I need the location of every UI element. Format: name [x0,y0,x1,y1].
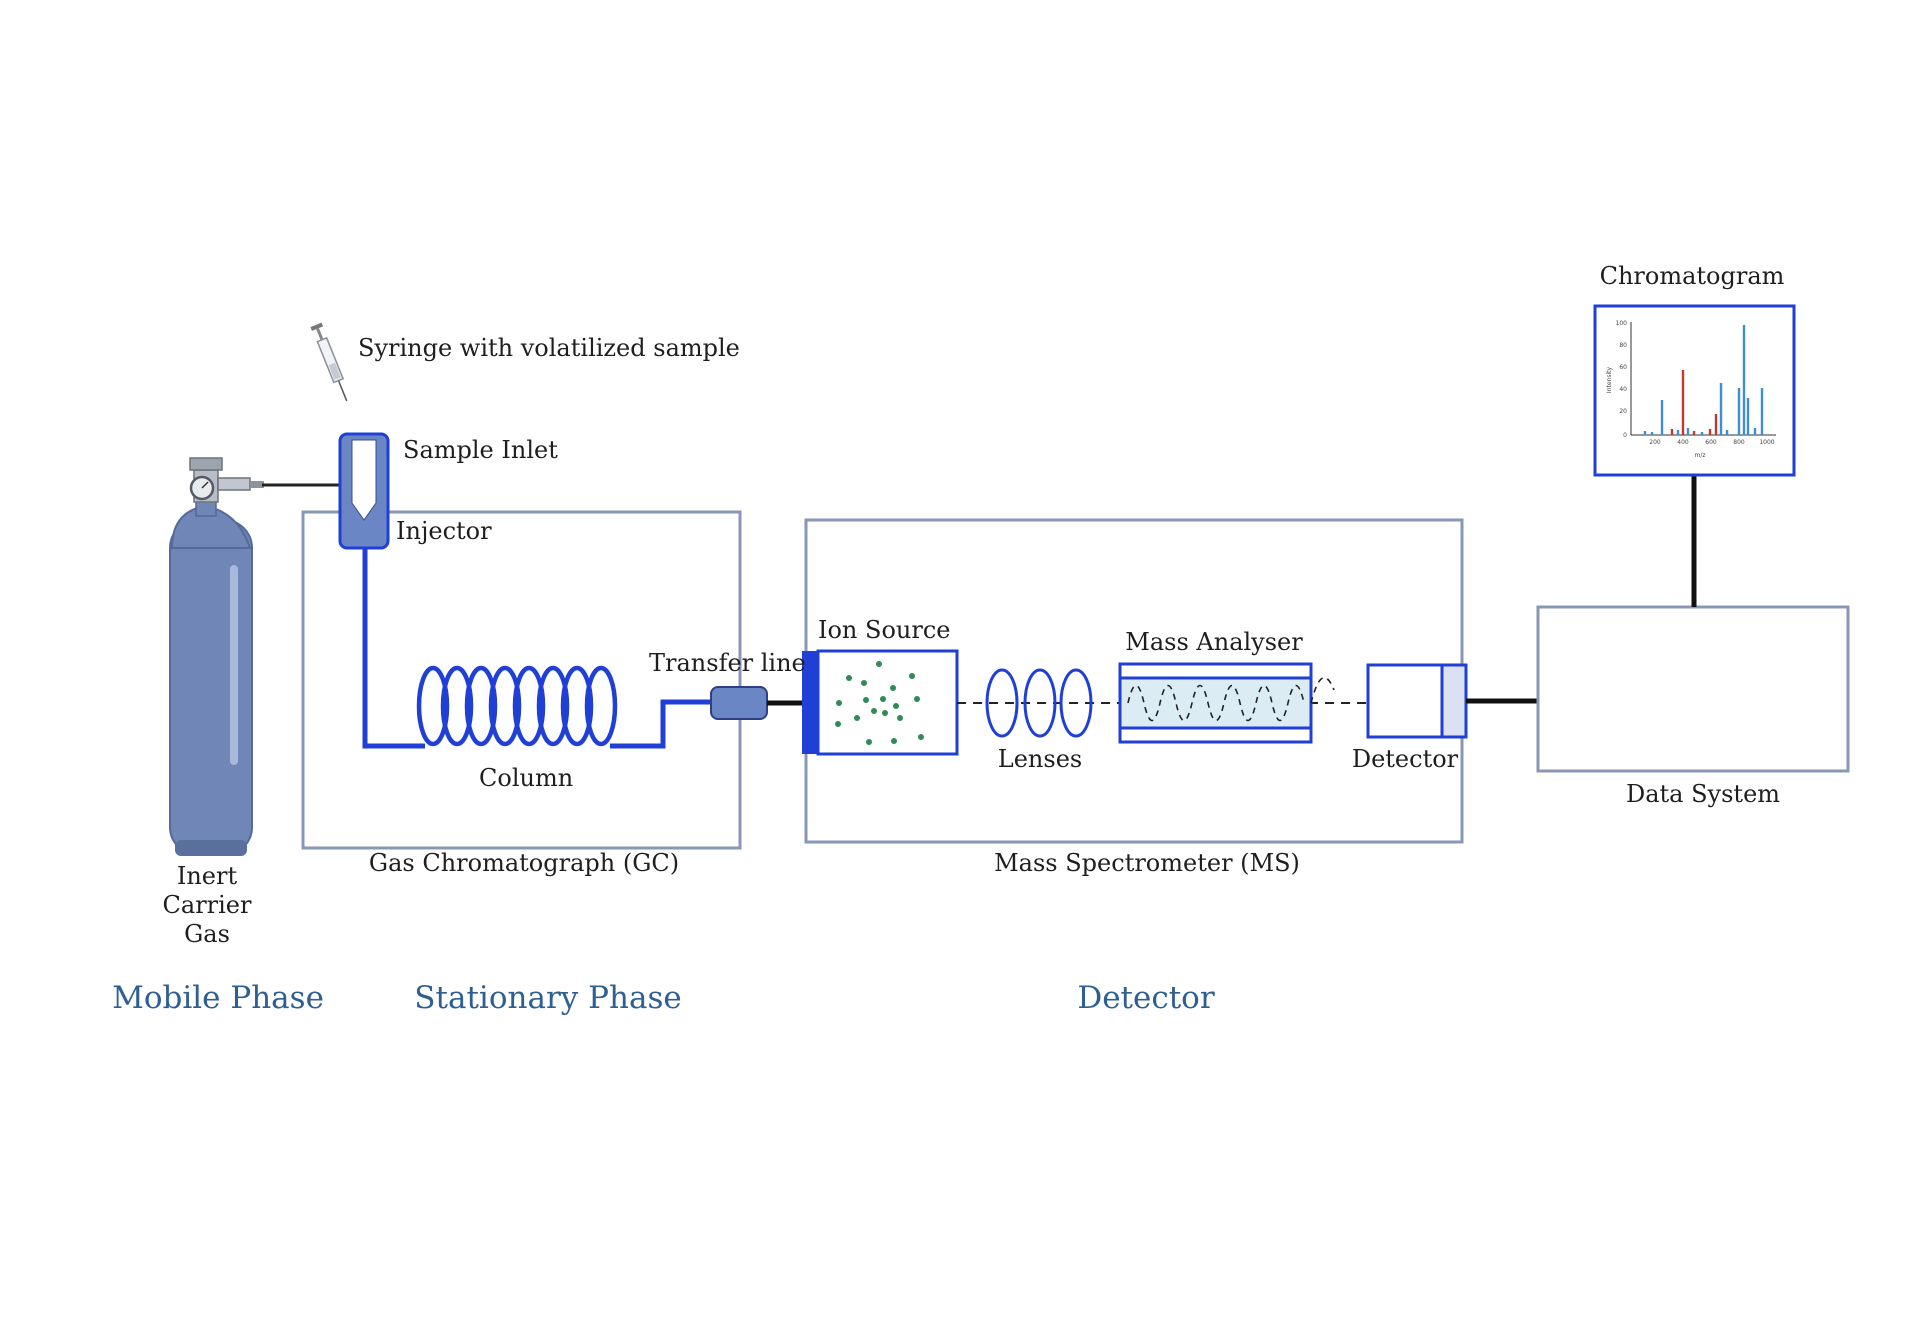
gc-frame [301,510,742,850]
y-tick: 80 [1619,342,1627,349]
gc-label: Gas Chromatograph (GC) [369,849,679,877]
sample-inlet-label: Sample Inlet [403,436,558,464]
detector-component [1366,663,1468,739]
x-tick: 1000 [1759,439,1774,446]
y-tick: 60 [1619,364,1627,371]
y-tick: 0 [1623,432,1627,439]
gc-tubing-out [610,699,712,749]
lenses-label: Lenses [998,745,1082,773]
transfer-line-label: Transfer line [649,649,806,677]
detector-component-label: Detector [1352,745,1459,773]
column-label: Column [479,764,573,792]
y-tick: 20 [1619,408,1627,415]
ms-label: Mass Spectrometer (MS) [994,849,1300,877]
syringe-label: Syringe with volatilized sample [358,334,740,362]
gc-tubing [362,548,425,749]
lenses [985,668,1093,738]
detector-phase-label: Detector [1077,980,1214,1016]
mobile-phase-label: Mobile Phase [112,980,324,1016]
x-tick: 400 [1677,439,1689,446]
injector-label: Injector [396,517,492,545]
y-tick: 100 [1616,320,1628,327]
gas-label-line-1: Inert [177,862,238,890]
gas-label-line-3: Gas [184,920,230,948]
chromatogram-inset: 100 80 60 40 20 0 200 400 600 800 1000 m… [1593,304,1796,477]
data-system-label: Data System [1626,780,1780,808]
gas-cylinder-icon [169,499,253,856]
mass-analyser-label: Mass Analyser [1125,628,1303,656]
x-axis-label: m/z [1694,452,1705,459]
mass-analyser [1118,662,1335,744]
pressure-regulator-icon [189,457,264,503]
chromatogram-label: Chromatogram [1600,262,1785,290]
data-system-box [1536,605,1850,773]
ion-particles [835,661,924,745]
x-tick: 600 [1705,439,1717,446]
syringe-icon [310,322,348,402]
stationary-phase-label: Stationary Phase [414,980,681,1016]
y-axis-label: Intensity [1606,366,1613,393]
spectrum-peaks [1643,325,1764,435]
ion-source-label: Ion Source [818,616,950,644]
gas-label-line-2: Carrier [163,891,252,919]
y-tick: 40 [1619,386,1627,393]
column-coil [416,665,618,747]
injector [338,432,390,550]
transfer-line-connector [710,686,768,720]
x-tick: 200 [1649,439,1661,446]
x-tick: 800 [1733,439,1745,446]
